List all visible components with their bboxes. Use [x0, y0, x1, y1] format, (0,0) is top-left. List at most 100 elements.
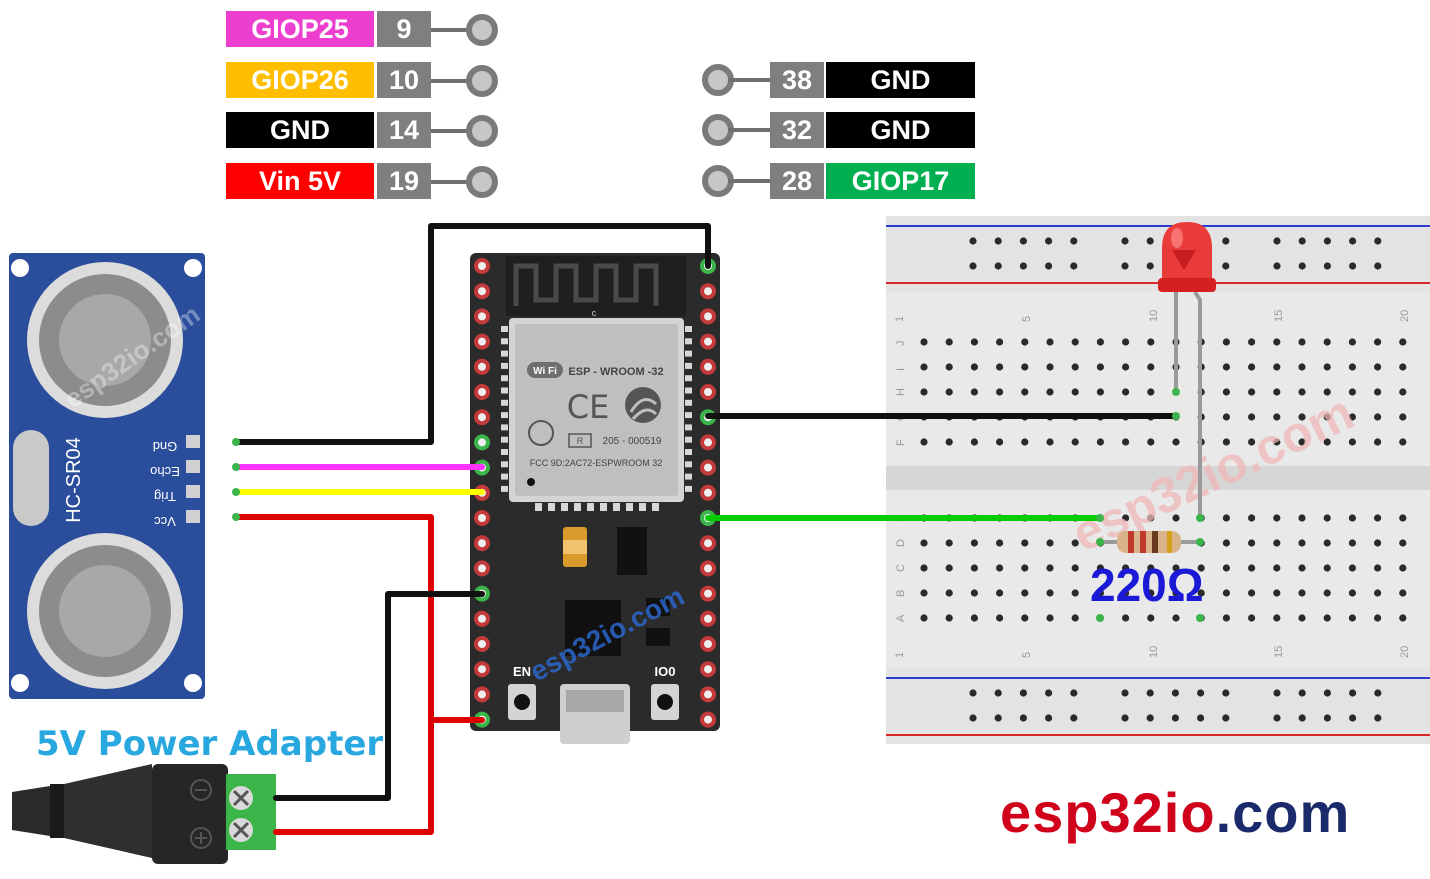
module-pad [501, 436, 508, 443]
breadboard-hole [1046, 539, 1054, 547]
esp32-header-pin-hole [478, 564, 486, 573]
module-pad [501, 449, 508, 455]
breadboard-hole [1399, 338, 1407, 346]
breadboard-hole [1323, 438, 1331, 446]
esp32-header-pin-hole [704, 312, 712, 321]
breadboard-hole [1273, 413, 1281, 421]
breadboard-hole [1222, 438, 1230, 446]
breadboard-col-1: 1 [894, 316, 906, 322]
breadboard-hole [1122, 388, 1130, 396]
breadboard-rail-hole [1374, 689, 1382, 697]
breadboard-hole [1348, 438, 1356, 446]
breadboard-hole [945, 589, 953, 597]
breadboard-hole [1147, 614, 1155, 622]
pin-number-10: 10 [377, 62, 431, 98]
breadboard-hole [1096, 589, 1104, 597]
breadboard-rail-hole [1374, 262, 1382, 270]
esp32-header-pin-hole [704, 640, 712, 648]
breadboard-hole [1348, 413, 1356, 421]
breadboard-hole [1399, 589, 1407, 597]
breadboard-hole [996, 539, 1004, 547]
module-pad [685, 449, 692, 455]
breadboard-hole [1399, 514, 1407, 522]
breadboard-hole [1147, 388, 1155, 396]
breadboard-hole [920, 539, 928, 547]
breadboard-hole [1348, 388, 1356, 396]
hc-sr04-sensor: HC-SR04 Gnd Echo Trig Vcc esp32io.com [9, 253, 205, 699]
pin-number-32: 32 [770, 112, 824, 148]
breadboard-rail-hole [1045, 237, 1053, 245]
breadboard-hole [996, 338, 1004, 346]
breadboard-hole [920, 438, 928, 446]
esp32-header-pin-hole [704, 488, 712, 497]
esp32-header-pin-hole [478, 514, 486, 522]
svg-text:R: R [577, 436, 584, 446]
esp32-header-pin-hole [704, 690, 712, 699]
pin-number-19: 19 [377, 163, 431, 199]
breadboard-hole [996, 388, 1004, 396]
breadboard-rail-hole [1171, 689, 1179, 697]
pin-line [431, 79, 471, 83]
wire-vcc [233, 514, 434, 835]
breadboard-hole [1273, 363, 1281, 371]
breadboard-rail-hole [1349, 714, 1357, 722]
breadboard-hole [1147, 363, 1155, 371]
breadboard-rail-hole [1273, 689, 1281, 697]
breadboard-hole [1071, 438, 1079, 446]
breadboard-hole [1197, 564, 1205, 572]
power-adapter-title: 5V Power Adapter [36, 724, 384, 764]
breadboard: 1 5 10 15 20 1 5 10 15 20 J I H G F E D … [886, 216, 1430, 744]
breadboard-hole [1147, 338, 1155, 346]
esp32-header-pin-hole [704, 665, 712, 674]
pin-label-giop25: GIOP25 [226, 11, 374, 47]
breadboard-col-10-bottom: 10 [1148, 646, 1160, 658]
breadboard-hole [996, 564, 1004, 572]
breadboard-hole [1298, 413, 1306, 421]
row-letter-i: I [895, 368, 907, 371]
breadboard-hole [970, 589, 979, 597]
fcc-id: FCC 9D:2AC72-ESPWROOM 32 [530, 458, 663, 468]
ce-mark: CE [567, 388, 610, 426]
brand-part-1: esp32io [1000, 781, 1216, 844]
esp32-header-pin-hole [478, 640, 486, 648]
breadboard-hole [945, 614, 953, 622]
breadboard-col-20: 20 [1399, 310, 1411, 322]
breadboard-hole [1399, 564, 1407, 572]
breadboard-rail-hole [1045, 262, 1053, 270]
sensor-pin-trig: Trig [154, 489, 176, 504]
breadboard-rail-hole [1374, 714, 1382, 722]
esp32-header-pin-hole [704, 362, 712, 371]
module-pad [501, 350, 508, 357]
sensor-pin-gnd: Gnd [153, 439, 178, 454]
breadboard-col-20-bottom: 20 [1399, 646, 1411, 658]
breadboard-hole [1071, 338, 1079, 346]
pin-number-28: 28 [770, 163, 824, 199]
breadboard-rail-hole [1349, 237, 1357, 245]
pin-label-gnd-38: GND [826, 62, 975, 98]
module-pad [587, 503, 594, 511]
breadboard-rail-hole [1298, 689, 1306, 697]
esp32-header-pin-hole [704, 287, 712, 296]
breadboard-hole [1298, 363, 1306, 371]
esp32-header-pin-hole [478, 413, 486, 422]
breadboard-hole [1374, 564, 1382, 572]
esp32-header-pin-hole [704, 715, 712, 724]
row-letter-h: H [895, 388, 907, 396]
breadboard-hole [1323, 564, 1331, 572]
breadboard-hole [970, 614, 979, 622]
breadboard-hole [1348, 564, 1356, 572]
breadboard-rail-hole [1019, 237, 1027, 245]
breadboard-hole [1273, 438, 1281, 446]
breadboard-hole [1298, 564, 1306, 572]
breadboard-col-10: 10 [1148, 310, 1160, 322]
button-label-io0: IO0 [655, 664, 676, 679]
module-pad [685, 485, 692, 492]
breadboard-rail-hole [1298, 262, 1306, 270]
breadboard-hole [1348, 539, 1356, 547]
module-pads [501, 326, 692, 511]
breadboard-hole [1273, 564, 1281, 572]
pin-line [431, 28, 471, 32]
sensor-pin-echo: Echo [150, 464, 180, 479]
breadboard-hole [1273, 338, 1281, 346]
sensor-model: HC-SR04 [63, 437, 85, 523]
